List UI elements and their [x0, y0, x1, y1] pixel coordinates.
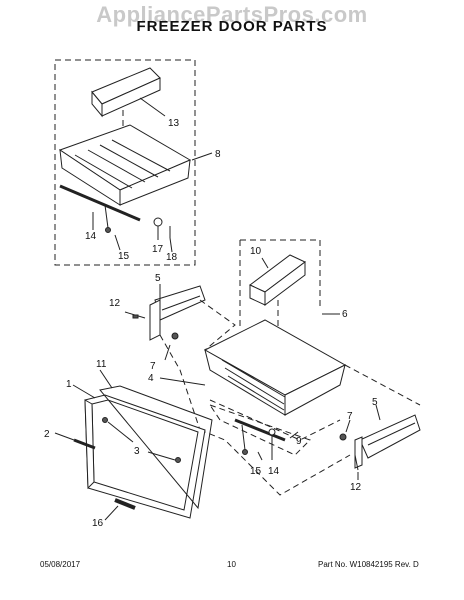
callout-11: 11 [96, 359, 107, 370]
callout-5-right: 5 [372, 397, 378, 408]
footer-page-number: 10 [227, 560, 236, 569]
callout-8: 8 [215, 149, 221, 160]
callout-15-upper: 15 [118, 251, 130, 262]
part-10-bin [249, 254, 306, 306]
callout-16: 16 [92, 518, 104, 529]
callout-13: 13 [168, 118, 180, 129]
part-4-basket [203, 319, 347, 416]
callout-12-left: 12 [109, 298, 121, 309]
part-14-rail-lower [234, 418, 286, 442]
callout-7-right: 7 [347, 411, 353, 422]
upper-basket-group-box [54, 59, 196, 266]
part-13-tray [91, 67, 161, 118]
callout-15-lower: 15 [250, 466, 262, 477]
part-1-door [84, 394, 206, 519]
callout-12-right: 12 [350, 482, 362, 493]
part-5-bracket-left [149, 285, 206, 341]
callout-14-lower: 14 [268, 466, 280, 477]
callout-2: 2 [44, 429, 50, 440]
part-14-rail-upper [59, 184, 141, 222]
callout-14-upper: 14 [85, 231, 97, 242]
page-title: FREEZER DOOR PARTS [136, 18, 328, 35]
callout-7-left: 7 [150, 361, 156, 372]
footer-part-number: Part No. W10842195 Rev. D [318, 560, 419, 569]
part-8-basket [58, 124, 192, 206]
callout-3: 3 [134, 446, 140, 457]
callout-17: 17 [152, 244, 164, 255]
part-5-bracket-right [354, 414, 421, 469]
watermark: AppliancePartsPros.com [96, 2, 368, 27]
callout-9: 9 [296, 436, 302, 447]
part-2-handle-upper [73, 438, 96, 450]
callout-5-left: 5 [155, 273, 161, 284]
part-11-gasket [99, 385, 213, 510]
footer-date: 05/08/2017 [40, 560, 81, 569]
callout-18: 18 [166, 252, 178, 263]
callout-6: 6 [342, 309, 348, 320]
callout-4: 4 [148, 373, 154, 384]
callout-10: 10 [250, 246, 262, 257]
callout-1: 1 [66, 379, 72, 390]
part-16-handle [114, 498, 136, 510]
